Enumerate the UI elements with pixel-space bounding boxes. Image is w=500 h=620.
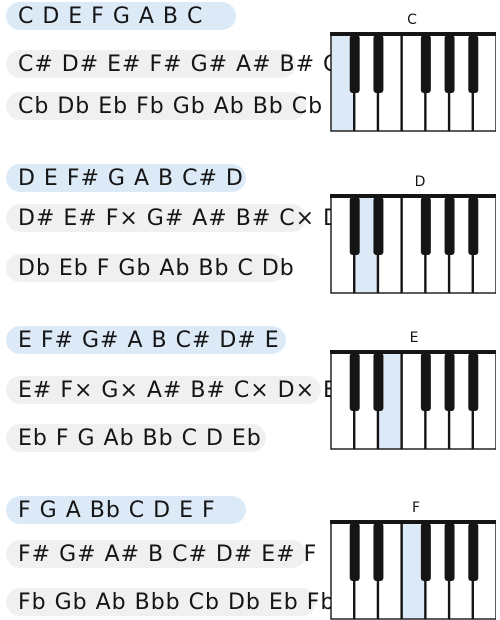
piano-keyboard-svg	[330, 520, 496, 620]
keyboard-e	[330, 350, 496, 450]
keyboard-label-e: E	[409, 330, 419, 346]
scale-row-e-sharp: E# F× G× A# B# C× D× E#	[6, 376, 356, 404]
keyboard-f	[330, 520, 496, 620]
scale-row-f-flat: Fb Gb Ab Bbb Cb Db Eb Fb	[6, 588, 334, 616]
scale-text: E F# G# A B C# D# E	[18, 327, 280, 353]
black-key	[349, 353, 360, 411]
black-key	[444, 197, 455, 255]
keyboard-top-bar	[330, 194, 496, 198]
scale-row-e-flat: Eb F G Ab Bb C D Eb	[6, 424, 266, 452]
black-key	[468, 197, 479, 255]
keyboard-top-bar	[330, 32, 496, 36]
keyboard-c	[330, 32, 496, 132]
piano-keyboard-svg	[330, 350, 496, 450]
scale-row-f-natural: F G A Bb C D E F	[6, 496, 246, 524]
scale-row-c-flat: Cb Db Eb Fb Gb Ab Bb Cb	[6, 92, 322, 120]
scale-text: E# F× G× A# B# C× D× E#	[18, 377, 358, 403]
black-key	[373, 35, 384, 93]
scale-text: Cb Db Eb Fb Gb Ab Bb Cb	[18, 93, 324, 119]
scale-text: F# G# A# B C# D# E# F	[18, 541, 318, 567]
black-key	[349, 35, 360, 93]
scale-text: F G A Bb C D E F	[18, 497, 216, 523]
black-key	[468, 523, 479, 581]
black-key	[420, 523, 431, 581]
black-key	[444, 35, 455, 93]
black-key	[444, 353, 455, 411]
scale-row-f-sharp: F# G# A# B C# D# E# F	[6, 540, 316, 568]
keyboard-label-c: C	[407, 12, 417, 28]
keyboard-label-f: F	[411, 500, 421, 516]
black-key	[373, 523, 384, 581]
black-key	[373, 197, 384, 255]
black-key	[468, 35, 479, 93]
black-key	[420, 197, 431, 255]
keyboard-d	[330, 194, 496, 294]
scale-row-d-sharp: D# E# F× G# A# B# C× D#	[6, 204, 359, 232]
black-key	[420, 353, 431, 411]
black-key	[420, 35, 431, 93]
scale-row-c-natural: C D E F G A B C	[6, 2, 236, 30]
black-key	[444, 523, 455, 581]
scale-text: Eb F G Ab Bb C D Eb	[18, 425, 262, 451]
keyboard-top-bar	[330, 520, 496, 524]
black-key	[468, 353, 479, 411]
scale-row-d-natural: D E F# G A B C# D	[6, 164, 246, 192]
scale-row-c-sharp: C# D# E# F# G# A# B# C#	[6, 50, 358, 78]
black-key	[373, 353, 384, 411]
scale-text: C D E F G A B C	[18, 3, 204, 29]
black-key	[349, 197, 360, 255]
piano-keyboard-svg	[330, 32, 496, 132]
black-key	[349, 523, 360, 581]
scale-text: D# E# F× G# A# B# C× D#	[18, 205, 361, 231]
scale-text: Fb Gb Ab Bbb Cb Db Eb Fb	[18, 589, 336, 615]
scale-row-d-flat: Db Eb F Gb Ab Bb C Db	[6, 254, 294, 282]
scale-row-e-natural: E F# G# A B C# D# E	[6, 326, 286, 354]
scale-text: D E F# G A B C# D	[18, 165, 244, 191]
scale-text: C# D# E# F# G# A# B# C#	[18, 51, 359, 77]
scale-text: Db Eb F Gb Ab Bb C Db	[18, 255, 295, 281]
keyboard-top-bar	[330, 350, 496, 354]
piano-keyboard-svg	[330, 194, 496, 294]
keyboard-label-d: D	[414, 174, 426, 190]
